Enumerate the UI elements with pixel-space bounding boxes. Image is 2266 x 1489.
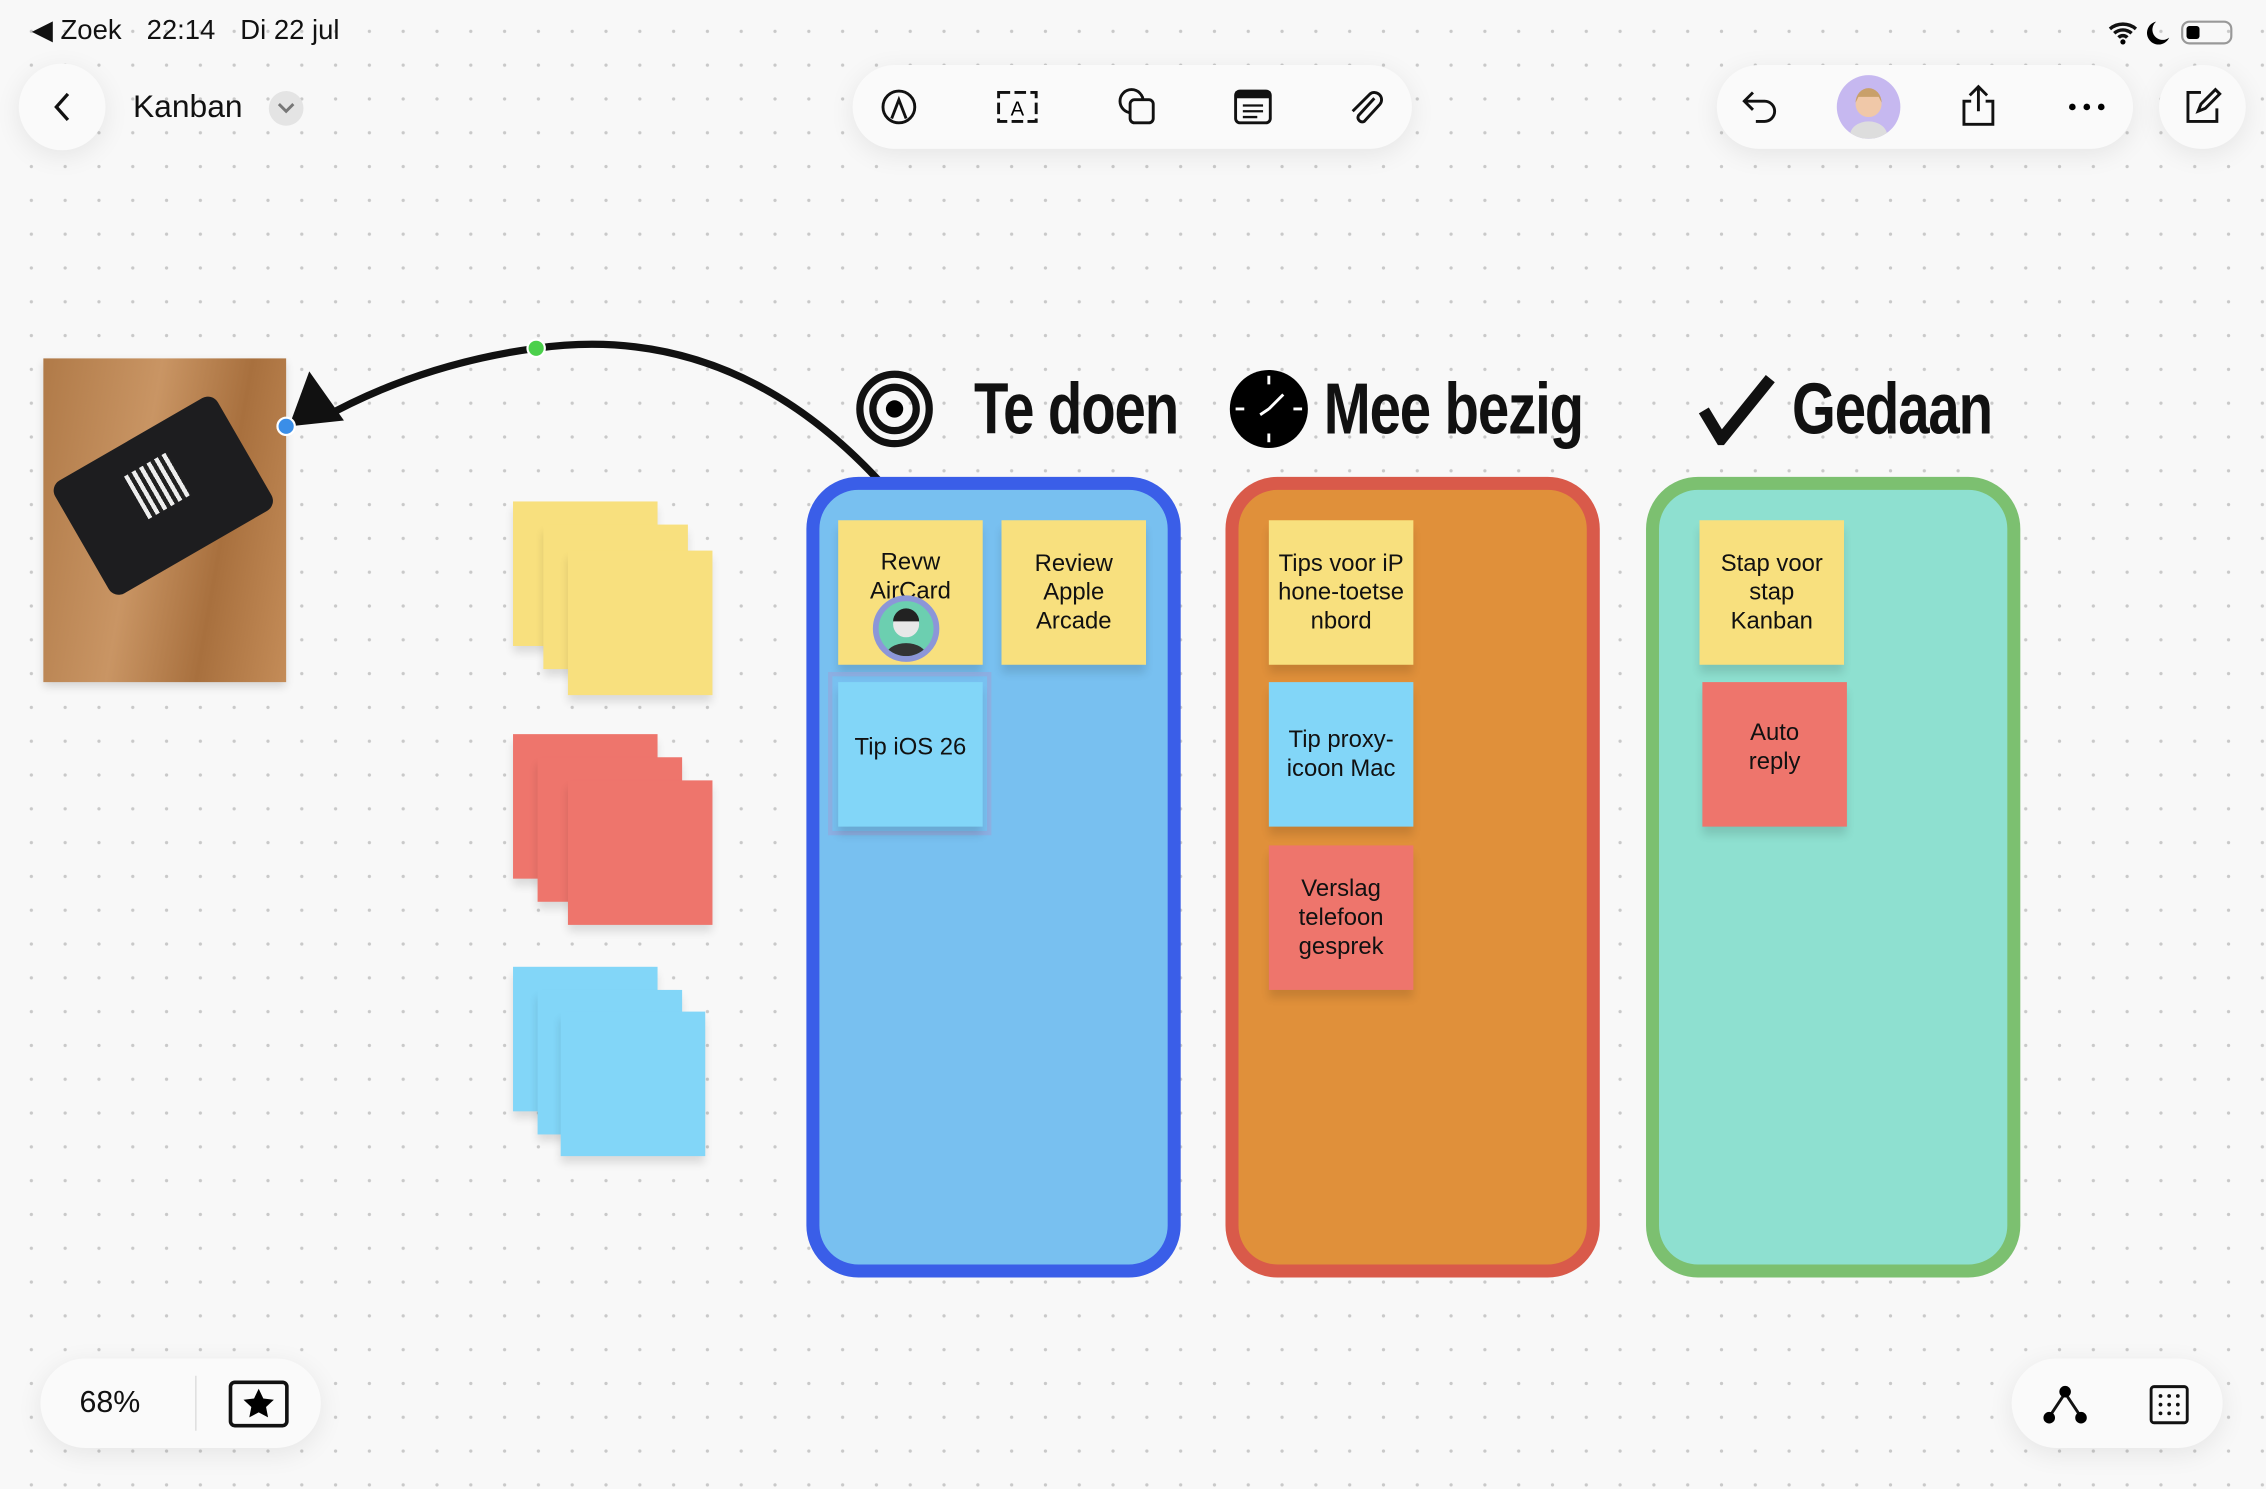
back-button[interactable] (18, 63, 106, 151)
checkmark-icon (1698, 373, 1776, 446)
shapes-icon[interactable] (1116, 87, 1159, 127)
sticky-note[interactable]: Stap voor stap Kanban (1699, 520, 1845, 665)
divider (195, 1375, 197, 1431)
target-icon (856, 370, 934, 448)
status-icons (2107, 17, 2237, 46)
board-title[interactable]: Kanban (132, 88, 243, 125)
selection-frame (828, 671, 992, 836)
curve-handle (526, 338, 546, 359)
connection-nodes-icon[interactable] (2041, 1383, 2090, 1426)
back-to-app-link[interactable]: ◀ Zoek (31, 15, 122, 47)
sticky-note-icon[interactable] (1233, 87, 1273, 127)
grid-icon[interactable] (2147, 1383, 2190, 1426)
more-icon[interactable] (2067, 87, 2107, 127)
collab-toolbar (1716, 65, 2134, 149)
sticky-note[interactable]: Tip proxy-icoon Mac (1268, 682, 1414, 827)
sticky-note[interactable]: Tip iOS 26 (838, 682, 983, 827)
clock-icon (1228, 369, 1309, 450)
undo-icon[interactable] (1740, 87, 1780, 127)
collaborator-cursor-avatar (872, 595, 940, 662)
title-menu-chevron-icon[interactable] (268, 91, 304, 126)
sticky-note[interactable]: Auto reply (1702, 682, 1847, 827)
column-title-done: Gedaan (1791, 368, 1993, 450)
column-title-todo: Te doen (974, 368, 1179, 450)
status-time: 22:14 (146, 15, 216, 47)
text-box-icon[interactable]: A (996, 87, 1039, 127)
sticky-note[interactable]: Verslag telefoon gesprek (1268, 845, 1414, 990)
wifi-moon-battery-icon (2108, 20, 2233, 45)
compose-icon (2159, 65, 2246, 149)
qr-code-icon (123, 452, 192, 520)
sticky-note[interactable]: Tips voor iPhone-toetsenbord (1268, 520, 1414, 665)
favorites-star-icon[interactable] (228, 1380, 289, 1428)
column-title-doing: Mee bezig (1323, 368, 1584, 450)
zoom-controls: 68% (40, 1358, 321, 1449)
sticky-note[interactable]: Review Apple Arcade (1001, 520, 1147, 665)
status-bar: ◀ Zoek 22:14 Di 22 jul (32, 14, 357, 47)
bottom-right-controls (2011, 1358, 2223, 1449)
tool-palette: A (852, 65, 1412, 149)
photo-aircard[interactable] (43, 358, 287, 683)
arrowhead-icon (289, 371, 344, 427)
aircard-device (49, 392, 278, 599)
zoom-level[interactable]: 68% (79, 1385, 141, 1420)
chevron-left-icon (19, 64, 106, 151)
status-date: Di 22 jul (240, 15, 340, 47)
compose-button[interactable] (2159, 65, 2246, 149)
share-icon[interactable] (1958, 84, 1998, 127)
attachment-icon[interactable] (1345, 87, 1385, 127)
collaborator-avatar[interactable] (1836, 75, 1901, 139)
svg-text:A: A (1011, 99, 1025, 121)
pen-icon[interactable] (879, 87, 919, 127)
